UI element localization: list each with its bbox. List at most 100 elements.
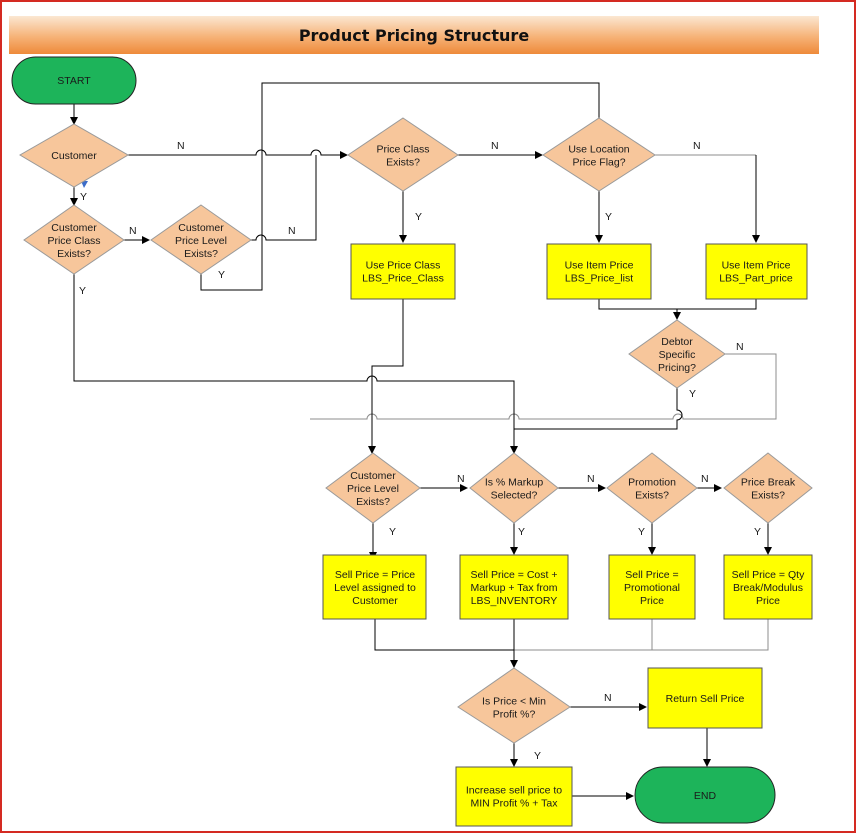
label-line: Price bbox=[640, 595, 664, 607]
label-line: Price Class bbox=[376, 144, 429, 156]
label-line: Use Item Price bbox=[722, 260, 791, 272]
edge-label: Y bbox=[689, 388, 696, 400]
edge-label: N bbox=[177, 140, 185, 152]
label-line: Price Level bbox=[175, 235, 227, 247]
edge-label: Y bbox=[754, 526, 761, 538]
label-line: Sell Price = bbox=[625, 569, 678, 581]
title-banner bbox=[9, 16, 819, 54]
label-line: Promotion bbox=[628, 477, 676, 489]
process-return-sell-price: Return Sell Price bbox=[647, 667, 763, 729]
label-line: Exists? bbox=[57, 248, 91, 260]
label-line: Return Sell Price bbox=[666, 693, 745, 705]
label-line: Customer bbox=[350, 470, 396, 482]
label-line: Use Location bbox=[568, 144, 629, 156]
label-line: LBS_Part_price bbox=[719, 273, 793, 285]
edge-label: Y bbox=[534, 750, 541, 762]
selection-marker-icon bbox=[81, 181, 88, 188]
label-line: Level assigned to bbox=[334, 582, 416, 594]
label-line: Sell Price = Price bbox=[335, 569, 415, 581]
label-line: Exists? bbox=[751, 490, 785, 502]
label-line: Is % Markup bbox=[485, 477, 544, 489]
label-line: Selected? bbox=[491, 490, 538, 502]
label-line: Sell Price = Qty bbox=[732, 569, 805, 581]
page-title: Product Pricing Structure bbox=[299, 26, 530, 45]
label-line: Exists? bbox=[184, 248, 218, 260]
label-line: Price Class bbox=[47, 235, 100, 247]
edge-label: Y bbox=[638, 526, 645, 538]
label-line: LBS_Price_list bbox=[565, 273, 633, 285]
label-line: Customer bbox=[352, 595, 398, 607]
label-line: LBS_Price_Class bbox=[362, 273, 444, 285]
label-line: Increase sell price to bbox=[466, 785, 562, 797]
edge-label: N bbox=[587, 473, 595, 485]
edge-label: Y bbox=[415, 211, 422, 223]
decision-label: Customer bbox=[51, 150, 97, 162]
edge-label: Y bbox=[518, 526, 525, 538]
start-label: START bbox=[57, 75, 91, 87]
end-terminal: END bbox=[634, 766, 776, 824]
label-line: Pricing? bbox=[658, 362, 696, 374]
edge-label: N bbox=[693, 140, 701, 152]
label-line: Price Flag? bbox=[572, 157, 625, 169]
edge-label: Y bbox=[80, 191, 87, 203]
edge-label: N bbox=[491, 140, 499, 152]
edge-label: N bbox=[457, 473, 465, 485]
edge-label: N bbox=[288, 225, 296, 237]
decision-customer: Customer bbox=[19, 123, 129, 188]
label-line: Promotional bbox=[624, 582, 680, 594]
label-line: Is Price < Min bbox=[482, 696, 546, 708]
edge-label: N bbox=[701, 473, 709, 485]
label-line: Debtor bbox=[661, 336, 693, 348]
process-label: Return Sell Price bbox=[666, 693, 745, 705]
start-terminal: START bbox=[11, 56, 137, 105]
label-line: Exists? bbox=[356, 496, 390, 508]
edge-label: Y bbox=[389, 526, 396, 538]
edge-label: N bbox=[129, 225, 137, 237]
label-line: Specific bbox=[659, 349, 696, 361]
label-line: LBS_INVENTORY bbox=[471, 595, 558, 607]
label-line: Price Break bbox=[741, 477, 796, 489]
label-line: Customer bbox=[178, 222, 224, 234]
end-label: END bbox=[694, 790, 717, 802]
label-line: Use Item Price bbox=[565, 260, 634, 272]
label-line: Exists? bbox=[635, 490, 669, 502]
label-line: Exists? bbox=[386, 157, 420, 169]
edge-label: N bbox=[736, 341, 744, 353]
label-line: Break/Modulus bbox=[733, 582, 803, 594]
label-line: Price bbox=[756, 595, 780, 607]
